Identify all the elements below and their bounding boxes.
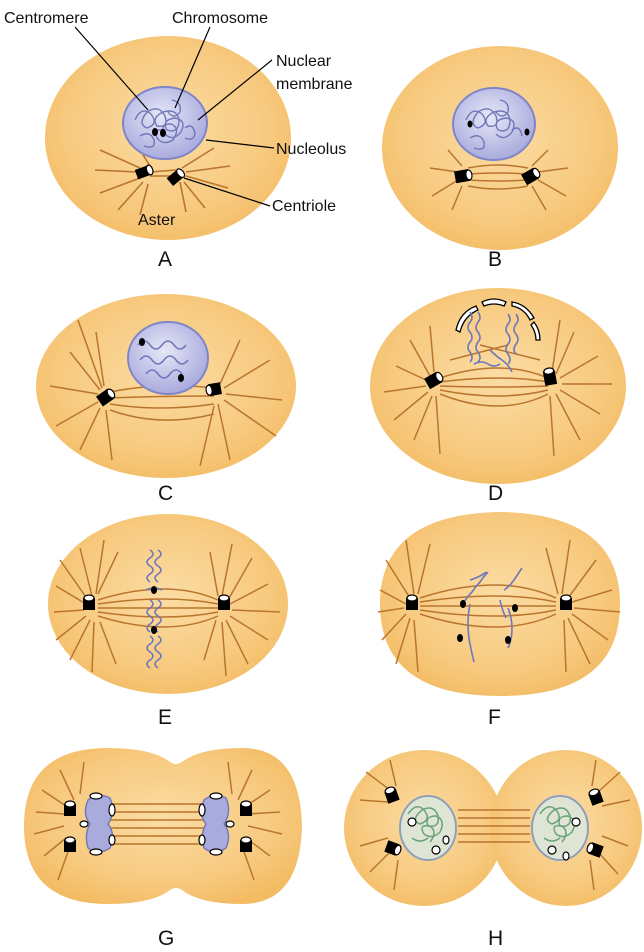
panel-h <box>344 750 642 906</box>
centromere-e1 <box>151 586 157 594</box>
centromere-f1 <box>460 600 466 608</box>
centromere-b1 <box>468 121 473 128</box>
panel-letter-d: D <box>488 482 503 505</box>
centriole-f1 <box>406 595 418 610</box>
panel-a <box>45 27 291 240</box>
panel-letter-b: B <box>488 248 502 271</box>
label-nucleolus: Nucleolus <box>276 141 346 158</box>
cell-g <box>24 748 302 904</box>
panel-letter-a: A <box>158 248 172 271</box>
label-aster: Aster <box>138 212 176 229</box>
panel-f <box>378 512 620 696</box>
label-chromosome: Chromosome <box>172 10 268 27</box>
chromatids-g-left <box>85 795 112 852</box>
nucleus-h-left <box>400 796 456 860</box>
label-membrane: membrane <box>276 76 353 93</box>
label-nuclear: Nuclear <box>276 53 332 70</box>
nucleus-c <box>128 322 208 394</box>
panel-c <box>36 294 296 478</box>
panel-b <box>382 46 618 250</box>
panel-d <box>370 288 626 484</box>
panel-g <box>24 748 302 904</box>
centromere-b2 <box>525 129 530 136</box>
cell-d <box>370 288 626 484</box>
label-centromere: Centromere <box>4 10 89 27</box>
centromere-f3 <box>512 604 518 612</box>
centriole-e2 <box>218 595 230 610</box>
chromatids-g-right <box>201 795 228 852</box>
centromere-a2 <box>160 129 166 137</box>
panel-letter-e: E <box>158 706 172 729</box>
centromere-a1 <box>152 128 158 136</box>
centriole-e1 <box>83 595 95 610</box>
panel-letter-c: C <box>158 482 173 505</box>
label-centriole: Centriole <box>272 198 336 215</box>
centromere-c1 <box>139 338 145 346</box>
centriole-f2 <box>560 595 572 610</box>
nucleus-h-right <box>532 796 588 860</box>
panel-letter-f: F <box>488 706 501 729</box>
panel-e <box>48 514 288 694</box>
nucleus-b <box>453 88 535 160</box>
panel-letter-h: H <box>488 927 503 950</box>
centromere-f4 <box>505 636 511 644</box>
centromere-f2 <box>457 634 463 642</box>
centromere-c2 <box>178 374 184 382</box>
centromere-e2 <box>151 626 157 634</box>
panel-letter-g: G <box>158 927 174 950</box>
